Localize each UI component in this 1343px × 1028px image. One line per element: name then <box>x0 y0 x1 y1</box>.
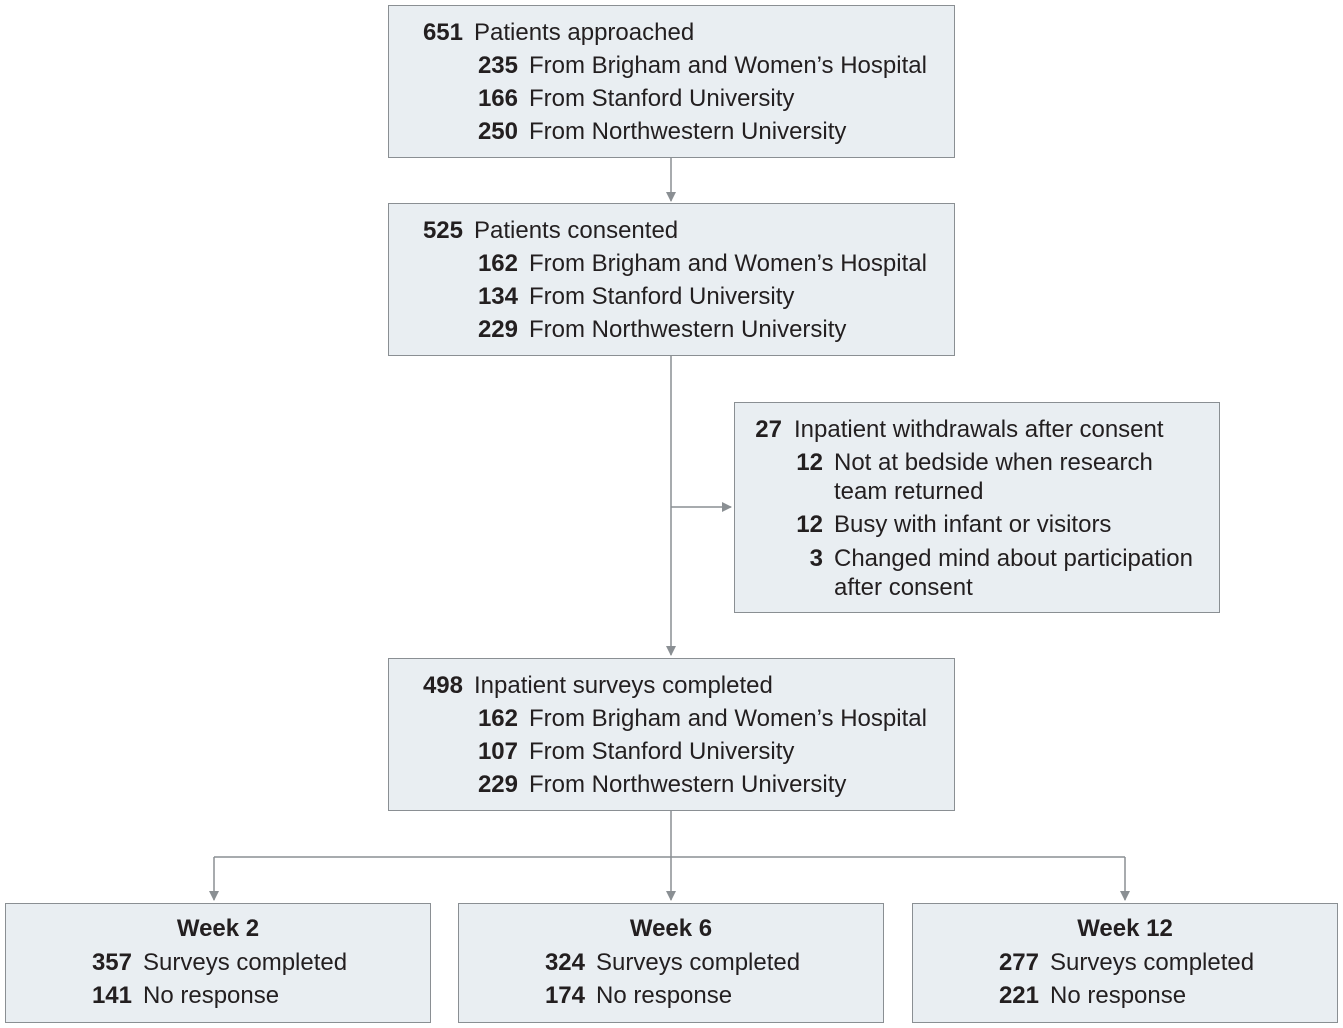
box-inpatient-surveys: 498 Inpatient surveys completed 162 From… <box>388 658 955 811</box>
withdrawals-count: 27 <box>755 416 782 443</box>
consented-label: Patients consented <box>474 217 679 244</box>
week-noresponse-label: No response <box>596 982 733 1009</box>
approached-site-count: 250 <box>477 118 518 145</box>
week-title: Week 12 <box>1077 915 1173 942</box>
withdrawal-reason-text: Busy with infant or visitors <box>834 511 1112 538</box>
week-noresponse-label: No response <box>1050 982 1187 1009</box>
withdrawal-reason-count: 3 <box>809 545 823 572</box>
consented-site-count: 134 <box>477 283 518 310</box>
withdrawals-label: Inpatient withdrawals after consent <box>794 416 1164 443</box>
box-week-12: Week 12 277 Surveys completed 221 No res… <box>912 903 1338 1023</box>
withdrawal-reason-text: Not at bedside when research <box>834 449 1153 476</box>
box-patients-approached: 651 Patients approached 235 From Brigham… <box>388 5 955 158</box>
week-noresponse-count: 221 <box>998 982 1039 1009</box>
week-completed-label: Surveys completed <box>596 949 801 976</box>
box-withdrawals: 27 Inpatient withdrawals after consent 1… <box>734 402 1220 613</box>
week-completed-count: 357 <box>91 949 132 976</box>
surveys-site-count: 229 <box>477 771 518 798</box>
approached-site-count: 166 <box>477 85 518 112</box>
consented-site-count: 162 <box>477 250 518 277</box>
consented-site-label: From Brigham and Women’s Hospital <box>529 250 927 277</box>
withdrawal-reason-text-cont: after consent <box>834 574 973 601</box>
surveys-count: 498 <box>422 672 463 699</box>
surveys-site-label: From Brigham and Women’s Hospital <box>529 705 927 732</box>
withdrawal-reason-text: Changed mind about participation <box>834 545 1193 572</box>
surveys-site-count: 107 <box>477 738 518 765</box>
surveys-site-count: 162 <box>477 705 518 732</box>
approached-count: 651 <box>422 19 463 46</box>
week-completed-label: Surveys completed <box>143 949 348 976</box>
withdrawal-reason-count: 12 <box>796 511 823 538</box>
week-completed-label: Surveys completed <box>1050 949 1255 976</box>
approached-site-label: From Brigham and Women’s Hospital <box>529 52 927 79</box>
surveys-site-label: From Northwestern University <box>529 771 847 798</box>
surveys-label: Inpatient surveys completed <box>474 672 773 699</box>
week-noresponse-count: 174 <box>544 982 585 1009</box>
week-noresponse-label: No response <box>143 982 280 1009</box>
surveys-site-label: From Stanford University <box>529 738 795 765</box>
box-patients-consented: 525 Patients consented 162 From Brigham … <box>388 203 955 356</box>
consented-count: 525 <box>422 217 463 244</box>
consented-site-count: 229 <box>477 316 518 343</box>
approached-site-count: 235 <box>477 52 518 79</box>
box-week-2: Week 2 357 Surveys completed 141 No resp… <box>5 903 431 1023</box>
consented-site-label: From Northwestern University <box>529 316 847 343</box>
week-title: Week 2 <box>176 915 260 942</box>
approached-site-label: From Stanford University <box>529 85 795 112</box>
withdrawal-reason-count: 12 <box>796 449 823 476</box>
week-completed-count: 277 <box>998 949 1039 976</box>
withdrawal-reason-text-cont: team returned <box>834 478 984 505</box>
box-week-6: Week 6 324 Surveys completed 174 No resp… <box>458 903 884 1023</box>
week-noresponse-count: 141 <box>91 982 132 1009</box>
approached-site-label: From Northwestern University <box>529 118 847 145</box>
consented-site-label: From Stanford University <box>529 283 795 310</box>
week-completed-count: 324 <box>544 949 585 976</box>
week-title: Week 6 <box>629 915 713 942</box>
approached-label: Patients approached <box>474 19 695 46</box>
